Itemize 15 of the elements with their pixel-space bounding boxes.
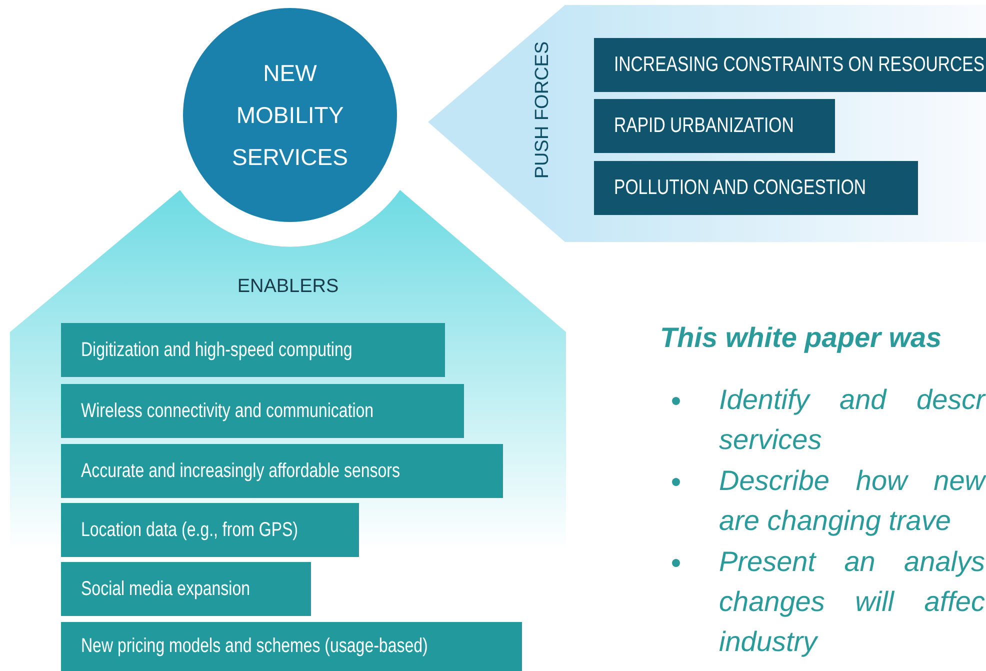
section-heading: ENABLERS (236, 276, 340, 298)
text-bar: Location data (e.g., from GPS) (61, 503, 359, 557)
service-circle: NEW MOBILITY SERVICES (183, 8, 397, 222)
bullet-text: Identify and descr services (719, 383, 985, 457)
text-bar: Digitization and high-speed computing (61, 323, 445, 377)
section-heading: PUSH FORCES (532, 41, 554, 179)
bullet-text: Present an analys changes will affec industry (719, 545, 985, 659)
text-bar: Wireless connectivity and communication (61, 384, 464, 438)
text-bar: RAPID URBANIZATION (594, 99, 835, 153)
text-bar: INCREASING CONSTRAINTS ON RESOURCES (594, 38, 986, 92)
text-bar: POLLUTION AND CONGESTION (594, 161, 918, 215)
text-bar: New pricing models and schemes (usage-based) (61, 622, 522, 671)
text-bar: Social media expansion (61, 562, 311, 616)
text-bar: Accurate and increasingly affordable sensors (61, 444, 503, 498)
heading-text: This white paper was (660, 322, 942, 354)
